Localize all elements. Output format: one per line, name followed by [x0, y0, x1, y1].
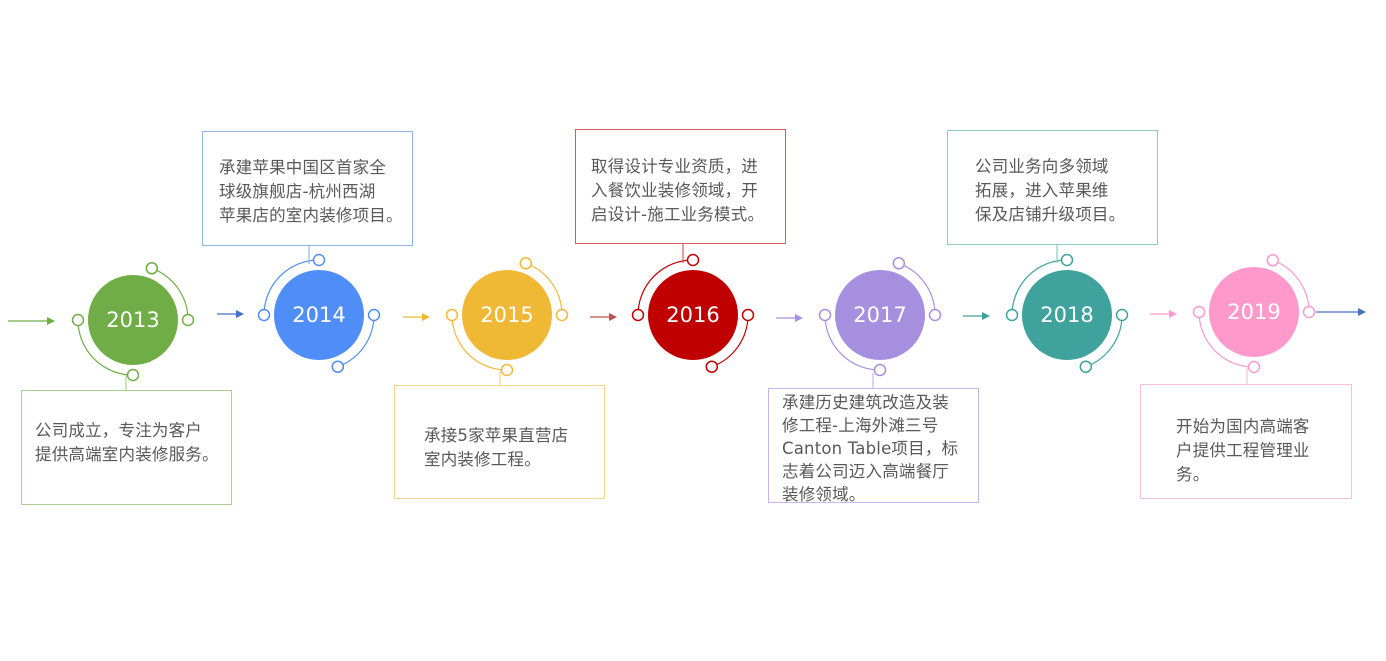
connector-dot: [1079, 360, 1093, 373]
year-circle-2017: 2017: [835, 270, 925, 360]
connector-dot: [519, 257, 533, 270]
connector-dot: [331, 360, 345, 373]
year-circle-2013: 2013: [88, 275, 178, 365]
connector-arc: [898, 262, 936, 316]
connector-dot: [555, 308, 569, 322]
connector-arc: [337, 314, 375, 368]
connector-arc: [824, 314, 881, 371]
arrow-head-icon: [1358, 308, 1366, 316]
connector-dot: [1266, 254, 1280, 267]
connector-dot: [1005, 308, 1019, 322]
milestone-text-2017: 承建历史建筑改造及装 修工程-上海外滩三号 Canton Table项目，标 志…: [782, 393, 959, 503]
year-circle-2019: 2019: [1209, 267, 1299, 357]
connector-dot: [741, 308, 755, 322]
year-circle-2015: 2015: [462, 270, 552, 360]
connector-dot: [1192, 305, 1206, 319]
milestone-text-2015: 承接5家苹果直营店 室内装修工程。: [424, 426, 569, 469]
year-circle-2014: 2014: [274, 270, 364, 360]
connector-dot: [818, 308, 832, 322]
connector-dot: [705, 360, 719, 373]
arrow-head-icon: [982, 312, 990, 320]
connector-arc: [451, 314, 508, 371]
connector-arc: [77, 319, 134, 376]
connector-dot: [445, 308, 459, 322]
connector-arc: [1198, 311, 1255, 368]
milestone-box-2016: 取得设计专业资质，进 入餐饮业装修领域，开 启设计-施工业务模式。: [575, 129, 786, 244]
connector-dot: [892, 257, 906, 270]
connector-dot: [500, 363, 514, 377]
milestone-text-2014: 承建苹果中国区首家全 球级旗舰店-杭州西湖 苹果店的室内装修项目。: [219, 158, 403, 225]
arrow-head-icon: [47, 317, 55, 325]
connector-dot: [686, 253, 700, 267]
connector-dot: [145, 262, 159, 275]
connector-dot: [257, 308, 271, 322]
connector-dot: [181, 313, 195, 327]
connector-dot: [71, 313, 85, 327]
connector-dot: [1302, 305, 1316, 319]
milestone-box-2018: 公司业务向多领域 拓展，进入苹果维 保及店铺升级项目。: [947, 130, 1158, 245]
connector-dot: [1060, 253, 1074, 267]
milestone-box-2019: 开始为国内高端客 户提供工程管理业 务。: [1140, 384, 1352, 499]
milestone-box-2013: 公司成立，专注为客户 提供高端室内装修服务。: [21, 390, 232, 505]
connector-dot: [312, 253, 326, 267]
connector-dot: [367, 308, 381, 322]
milestone-text-2016: 取得设计专业资质，进 入餐饮业装修领域，开 启设计-施工业务模式。: [591, 157, 765, 224]
milestone-box-2015: 承接5家苹果直营店 室内装修工程。: [394, 385, 605, 499]
milestone-box-2014: 承建苹果中国区首家全 球级旗舰店-杭州西湖 苹果店的室内装修项目。: [202, 131, 413, 246]
connector-dot: [126, 368, 140, 382]
connector-arc: [1085, 314, 1123, 368]
connector-dot: [1115, 308, 1129, 322]
connector-arc: [525, 262, 563, 316]
year-circle-2018: 2018: [1022, 270, 1112, 360]
arrow-head-icon: [422, 313, 430, 321]
milestone-text-2019: 开始为国内高端客 户提供工程管理业 务。: [1176, 417, 1310, 484]
milestone-box-2017: 承建历史建筑改造及装 修工程-上海外滩三号 Canton Table项目，标 志…: [768, 388, 979, 503]
connector-dot: [928, 308, 942, 322]
year-circle-2016: 2016: [648, 270, 738, 360]
arrow-head-icon: [609, 313, 617, 321]
milestone-text-2018: 公司业务向多领域 拓展，进入苹果维 保及店铺升级项目。: [975, 157, 1126, 224]
connector-arc: [151, 267, 189, 321]
arrow-head-icon: [1169, 310, 1177, 318]
connector-arc: [711, 314, 749, 368]
connector-dot: [873, 363, 887, 377]
connector-arc: [1272, 259, 1310, 313]
milestone-text-2013: 公司成立，专注为客户 提供高端室内装修服务。: [35, 421, 219, 464]
connector-dot: [631, 308, 645, 322]
arrow-head-icon: [236, 310, 244, 318]
arrow-head-icon: [795, 314, 803, 322]
connector-dot: [1247, 360, 1261, 374]
